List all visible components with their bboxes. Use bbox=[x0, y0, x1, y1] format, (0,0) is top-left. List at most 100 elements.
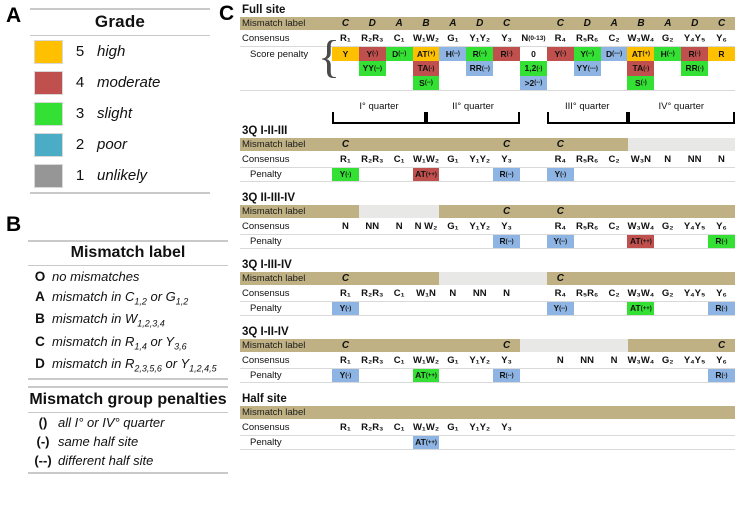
penalty-cell: Y bbox=[332, 47, 359, 61]
penalty-cell: Y(-) bbox=[332, 302, 359, 315]
consensus-cell: N bbox=[556, 354, 564, 366]
mismatch-definition: no mismatches bbox=[52, 268, 140, 284]
penalty-cell: YY(---) bbox=[573, 61, 601, 76]
mismatch-label-letter: C bbox=[503, 139, 511, 150]
consensus-cell: R₁ bbox=[340, 287, 351, 299]
mismatch-band-segment bbox=[627, 138, 735, 151]
penalty-cell: D(--) bbox=[385, 47, 413, 61]
penalty-cell: H(--) bbox=[439, 47, 467, 61]
consensus-cell: NN bbox=[472, 287, 487, 299]
consensus-cell bbox=[520, 419, 547, 435]
penalty-cell: YY(--) bbox=[358, 61, 386, 76]
penalty-cell bbox=[546, 369, 574, 382]
penalty-cell bbox=[412, 235, 440, 248]
score-penalty-brace: { bbox=[318, 31, 341, 82]
penalty-cell: R(--) bbox=[493, 235, 521, 248]
penalty-cell: S(--) bbox=[412, 76, 440, 90]
penalty-cell bbox=[573, 302, 601, 315]
row-label-consensus: Consensus bbox=[242, 287, 290, 299]
consensus-cell: N(0-13) bbox=[521, 32, 546, 44]
consensus-cell: Y₃ bbox=[501, 32, 512, 44]
penalty-cell: AT(++) bbox=[627, 302, 655, 315]
penalty-row: S(--)>2(--)S(-) bbox=[240, 76, 735, 91]
consensus-cell: G₁ bbox=[447, 153, 459, 165]
penalty-cell: R(--) bbox=[493, 168, 521, 181]
penalty-cell bbox=[386, 61, 413, 76]
consensus-cell: Y₁Y₂ bbox=[469, 32, 491, 44]
penalty-cell bbox=[439, 168, 467, 181]
row-label-mismatch: Mismatch label bbox=[242, 18, 306, 29]
mismatch-label-band: Mismatch label bbox=[240, 406, 735, 419]
penalty-definition: same half site bbox=[58, 434, 139, 450]
mismatch-label-letter: D bbox=[476, 18, 484, 29]
block-title: 3Q I-II-III bbox=[242, 125, 288, 137]
penalty-cell: 0 bbox=[520, 47, 547, 61]
penalty-cell bbox=[547, 436, 574, 449]
consensus-cell: Y₆ bbox=[716, 287, 727, 299]
mismatch-band-segment bbox=[332, 406, 628, 419]
penalty-cell bbox=[654, 168, 682, 181]
row-label-consensus: Consensus bbox=[242, 354, 290, 366]
grade-color-swatch bbox=[34, 163, 63, 188]
consensus-cell: N bbox=[664, 153, 672, 165]
quarter-label: I° quarter bbox=[359, 101, 399, 112]
mismatch-band-segment bbox=[332, 17, 735, 30]
block-title: 3Q II-III-IV bbox=[242, 192, 296, 204]
consensus-cell: C₁ bbox=[393, 421, 405, 433]
penalty-cell bbox=[520, 302, 547, 315]
penalty-cell bbox=[493, 302, 521, 315]
grade-label: unlikely bbox=[97, 167, 148, 184]
consensus-cell: R₅R₆ bbox=[575, 220, 599, 232]
mismatch-definition: mismatch in R1,4 or Y3,6 bbox=[52, 333, 187, 352]
penalty-cell bbox=[520, 235, 547, 248]
consensus-cell: C₂ bbox=[608, 153, 620, 165]
consensus-cell bbox=[547, 419, 574, 435]
mismatch-key: A bbox=[35, 288, 45, 304]
block-title: Half site bbox=[242, 393, 287, 405]
row-label-penalty: Penalty bbox=[250, 236, 282, 247]
consensus-cell: N bbox=[718, 153, 725, 165]
penalty-cell: R(-) bbox=[708, 369, 735, 382]
mismatch-key: B bbox=[35, 311, 45, 327]
consensus-cell: NN bbox=[365, 220, 380, 232]
mismatch-definition: mismatch in C1,2 or G1,2 bbox=[52, 288, 189, 307]
penalty-cell bbox=[654, 235, 682, 248]
consensus-cell: Y₁Y₂ bbox=[469, 220, 491, 232]
penalty-cell bbox=[681, 235, 709, 248]
penalty-cell bbox=[439, 235, 467, 248]
penalty-cell bbox=[574, 436, 601, 449]
consensus-cell: N bbox=[395, 220, 403, 232]
penalty-cell bbox=[601, 436, 628, 449]
penalty-cell: TA(-) bbox=[627, 61, 655, 76]
row-label-mismatch: Mismatch label bbox=[242, 407, 306, 418]
consensus-cell: N bbox=[341, 220, 349, 232]
mismatch-key: O bbox=[34, 268, 46, 284]
mismatch-label-letter: C bbox=[556, 273, 564, 284]
penalty-cell: R(-) bbox=[493, 47, 521, 61]
row-label-penalty: Penalty bbox=[250, 169, 282, 180]
penalty-cell bbox=[654, 436, 681, 449]
penalty-cell bbox=[466, 436, 494, 449]
consensus-cell: R₂R₃ bbox=[361, 354, 384, 366]
grade-legend-title: Grade bbox=[30, 10, 210, 36]
penalty-cell bbox=[466, 168, 494, 181]
penalty-cell bbox=[654, 302, 682, 315]
penalty-cell bbox=[493, 61, 520, 76]
penalty-cell bbox=[439, 369, 467, 382]
mismatch-label-title: Mismatch label bbox=[28, 242, 228, 266]
penalty-cell: AT(+) bbox=[412, 47, 440, 61]
quarter-bracket bbox=[426, 112, 521, 124]
consensus-cell: C₁ bbox=[393, 153, 405, 165]
penalty-cell: Y(-) bbox=[332, 168, 359, 181]
